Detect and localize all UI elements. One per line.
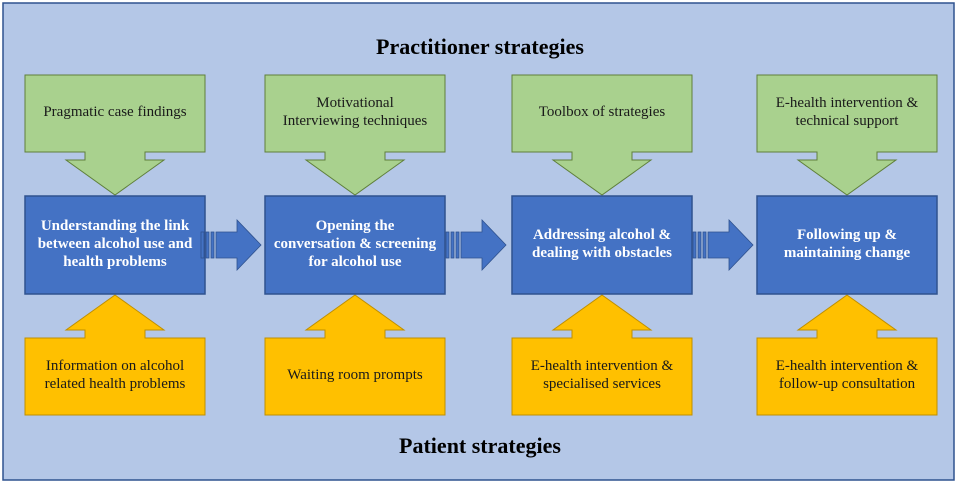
flow-arrow-2 (445, 219, 507, 271)
stage-box-2 (264, 195, 446, 295)
practitioner-strategy-label-3: Toolbox of strategies (538, 104, 666, 121)
patient-strategies-heading: Patient strategies (399, 433, 561, 459)
patient-callout-3 (511, 294, 693, 416)
patient-callout-4 (756, 294, 938, 416)
stage-box-1 (24, 195, 206, 295)
patient-strategy-label-3: E-health intervention & specialised serv… (530, 358, 674, 392)
stage-box-3 (511, 195, 693, 295)
practitioner-callout-2 (264, 74, 446, 196)
practitioner-callout-4 (756, 74, 938, 196)
practitioner-strategies-heading: Practitioner strategies (376, 34, 584, 60)
practitioner-strategy-label-2: Motivational Interviewing techniques (282, 95, 428, 129)
practitioner-callout-3 (511, 74, 693, 196)
practitioner-callout-1 (24, 74, 206, 196)
flow-arrow-3 (692, 219, 754, 271)
stage-label-3: Addressing alcohol & dealing with obstac… (531, 227, 672, 261)
stage-label-4: Following up & maintaining change (783, 227, 911, 261)
patient-strategy-label-2: Waiting room prompts (287, 367, 423, 384)
stage-label-2: Opening the conversation & screening for… (273, 218, 437, 270)
flow-arrow-1 (200, 219, 262, 271)
practitioner-strategy-label-4: E-health intervention & technical suppor… (775, 95, 919, 129)
patient-strategy-label-1: Information on alcohol related health pr… (44, 358, 186, 392)
practitioner-strategy-label-1: Pragmatic case findings (43, 104, 187, 121)
stage-box-4 (756, 195, 938, 295)
stage-label-1: Understanding the link between alcohol u… (37, 218, 193, 270)
patient-callout-2 (264, 294, 446, 416)
patient-callout-1 (24, 294, 206, 416)
patient-strategy-label-4: E-health intervention & follow-up consul… (775, 358, 919, 392)
